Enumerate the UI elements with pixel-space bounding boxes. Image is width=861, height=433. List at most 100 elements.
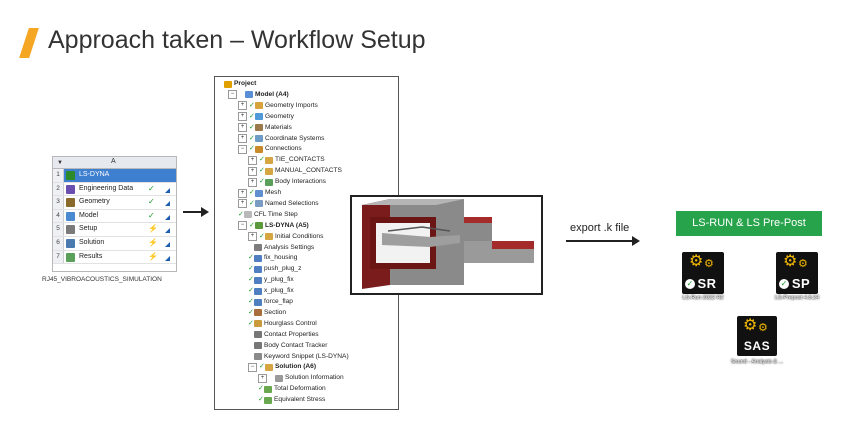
- ls-run-icon[interactable]: ⚙ ⚙ ✓ SR: [682, 252, 724, 294]
- tree-node[interactable]: +Solution Information: [258, 373, 344, 383]
- workbench-column-header: ▼ A: [53, 157, 176, 169]
- tree-node[interactable]: +✓Initial Conditions: [248, 232, 323, 242]
- expand-icon[interactable]: +: [238, 123, 247, 133]
- tree-node[interactable]: ✓x_plug_fix: [248, 286, 294, 296]
- tree-node[interactable]: − Model (A4): [228, 90, 289, 100]
- expand-icon[interactable]: +: [248, 177, 257, 187]
- tree-node-label: Total Deformation: [274, 385, 326, 393]
- needs-update-lightning-icon: ⚡: [148, 251, 158, 261]
- tree-node[interactable]: +✓Mesh: [238, 188, 281, 198]
- tree-node[interactable]: −✓Connections: [238, 144, 302, 154]
- tree-node-label: x_plug_fix: [264, 287, 294, 295]
- tree-node[interactable]: +✓Body Interactions: [248, 177, 326, 187]
- app-caption[interactable]: LS-Run 2022 R2: [682, 295, 724, 301]
- tree-node-label: Coordinate Systems: [265, 134, 325, 142]
- tree-node[interactable]: +✓Coordinate Systems: [238, 134, 324, 144]
- row-number: 6: [53, 236, 64, 250]
- tree-node-label: Connections: [265, 145, 302, 153]
- tree-node-icon: [254, 254, 262, 262]
- tree-node[interactable]: ✓push_plug_z: [248, 264, 301, 274]
- tree-node[interactable]: Project: [218, 79, 256, 89]
- collapse-icon[interactable]: −: [228, 90, 237, 100]
- tree-node-label: Equivalent Stress: [274, 396, 326, 404]
- tree-node[interactable]: ✓force_flap: [248, 297, 293, 307]
- column-letter: A: [111, 158, 116, 165]
- tree-node[interactable]: ✓Section: [248, 308, 286, 318]
- collapse-triangle-icon[interactable]: ▼: [57, 160, 63, 166]
- tree-node-label: CFL Time Step: [254, 210, 298, 218]
- collapse-icon[interactable]: −: [238, 221, 247, 231]
- rear-section: [464, 217, 492, 223]
- collapse-icon[interactable]: −: [248, 362, 257, 372]
- tree-node-icon: [254, 309, 262, 317]
- tree-node[interactable]: −✓LS-DYNA (A5): [238, 221, 309, 231]
- ls-prepost-icon[interactable]: ⚙ ⚙ ✓ SP: [776, 252, 818, 294]
- tree-node[interactable]: +✓Geometry Imports: [238, 101, 318, 111]
- tree-node[interactable]: −✓Solution (A6): [248, 362, 316, 372]
- tree-node[interactable]: ✓Total Deformation: [258, 384, 326, 394]
- sound-analysis-icon[interactable]: ⚙ ⚙ SAS: [737, 316, 777, 356]
- tree-node[interactable]: ✓y_plug_fix: [248, 275, 294, 285]
- tree-node[interactable]: Contact Properties: [248, 330, 319, 340]
- tree-node[interactable]: +✓TIE_CONTACTS: [248, 155, 325, 165]
- expand-icon[interactable]: +: [238, 188, 247, 198]
- tree-node-icon: [265, 178, 273, 186]
- status-check-icon: ✓: [248, 276, 254, 284]
- tree-node-label: fix_housing: [264, 254, 298, 262]
- cell-corner-marker: [165, 214, 170, 220]
- tree-node-label: Initial Conditions: [275, 232, 324, 240]
- tree-node-icon: [254, 320, 262, 328]
- row-number: 7: [53, 250, 64, 264]
- tree-node-label: Model (A4): [255, 90, 289, 98]
- expand-icon[interactable]: +: [238, 112, 247, 122]
- app-caption[interactable]: LS-Prepost 4.8.24: [774, 295, 820, 301]
- tree-node-label: Geometry Imports: [265, 101, 318, 109]
- model-view[interactable]: [350, 195, 543, 295]
- app-caption[interactable]: Sound - Analysis & ...: [730, 359, 784, 365]
- tree-node[interactable]: Keyword Snippet (LS-DYNA): [248, 352, 349, 362]
- arrow-to-lsrun: [566, 236, 640, 246]
- expand-icon[interactable]: +: [238, 199, 247, 209]
- status-check-icon: ✓: [238, 210, 244, 218]
- expand-icon[interactable]: +: [248, 155, 257, 165]
- expand-icon[interactable]: +: [238, 134, 247, 143]
- tree-node-icon: [245, 91, 253, 99]
- tree-node-icon: [255, 189, 263, 197]
- tree-node[interactable]: Analysis Settings: [248, 243, 314, 253]
- cell-corner-marker: [165, 255, 170, 261]
- collapse-icon[interactable]: −: [238, 144, 247, 154]
- status-check-icon: ✓: [249, 112, 255, 120]
- cell-label: Model: [79, 211, 99, 219]
- tree-node[interactable]: ✓ CFL Time Step: [238, 210, 298, 220]
- tree-node-label: LS-DYNA (A5): [265, 221, 309, 229]
- system-caption[interactable]: RJ45_VIBROACOUSTICS_SIMULATION: [42, 276, 162, 283]
- up-to-date-check-icon: ✓: [148, 183, 155, 193]
- tree-node[interactable]: ✓fix_housing: [248, 253, 297, 263]
- row-number: 1: [53, 169, 64, 182]
- tree-node[interactable]: +✓Named Selections: [238, 199, 319, 209]
- tree-node[interactable]: ✓Hourglass Control: [248, 319, 317, 329]
- expand-icon[interactable]: +: [238, 101, 247, 111]
- expand-icon[interactable]: +: [248, 232, 257, 242]
- tree-node-icon: [255, 145, 263, 153]
- expand-icon[interactable]: +: [258, 373, 267, 383]
- row-number: 3: [53, 196, 64, 209]
- row-number: 4: [53, 209, 64, 223]
- tree-node[interactable]: ✓Equivalent Stress: [258, 395, 325, 405]
- tree-node[interactable]: +✓Materials: [238, 123, 292, 133]
- expand-icon[interactable]: +: [248, 166, 257, 176]
- cell-label: Geometry: [79, 198, 110, 206]
- tree-node[interactable]: +✓Geometry: [238, 112, 294, 122]
- tree-node-icon: [254, 353, 262, 360]
- tree-node[interactable]: Body Contact Tracker: [248, 341, 327, 351]
- tree-node[interactable]: +✓MANUAL_CONTACTS: [248, 166, 342, 176]
